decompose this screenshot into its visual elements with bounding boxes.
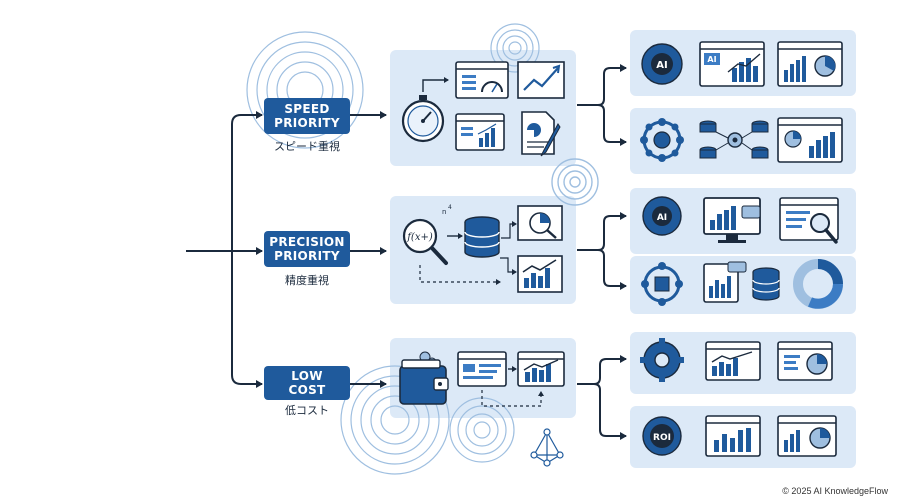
ripple-decoration-3	[551, 158, 599, 206]
low-cost-label: LOW COST	[288, 369, 326, 397]
ripple-decoration-2	[490, 23, 540, 73]
ripple-decoration-5	[449, 397, 515, 463]
function-formula-text: f(x+)	[406, 232, 433, 243]
gauge-window-icon	[455, 61, 509, 99]
ai-gear-icon: AI	[641, 43, 683, 85]
ai-dashboard-icon: AI	[699, 41, 765, 87]
roi-bar-window-icon	[705, 415, 761, 457]
database-gear-icon	[699, 120, 769, 159]
report-pencil-icon	[521, 111, 561, 157]
speed-priority-sublabel: スピード重視	[274, 140, 340, 153]
growth-chart-icon	[517, 255, 563, 293]
ripple-decoration-4	[340, 365, 450, 475]
precision-inner-arrow-3	[500, 257, 517, 275]
precision-priority-tag: PRECISION PRIORITY	[264, 231, 350, 267]
roi-gear-icon: ROI	[642, 416, 682, 456]
dashboard-window-icon	[457, 351, 507, 387]
network-hub-icon	[640, 118, 684, 162]
svg-text:4: 4	[448, 204, 452, 211]
bar-chart-window-icon	[455, 113, 505, 151]
precision-priority-sublabel: 精度重視	[285, 274, 329, 287]
search-report-icon	[779, 197, 839, 244]
line-chart-icon	[517, 61, 565, 99]
cost-chart-window-icon	[517, 351, 565, 387]
pie-window-icon	[777, 341, 833, 381]
database-stack-icon	[752, 267, 780, 301]
ai-gear-label-2: AI	[657, 213, 667, 223]
monitor-chart-icon	[703, 197, 761, 243]
speed-priority-tag: SPEED PRIORITY	[264, 98, 350, 134]
precision-dashed-path	[419, 265, 501, 285]
low-cost-tag: LOW COST	[264, 366, 350, 400]
database-icon	[464, 216, 500, 258]
trend-window-icon	[705, 341, 761, 381]
report-chart-icon	[703, 261, 747, 303]
pie-bar-dashboard-icon	[777, 117, 843, 163]
roi-dashboard-icon	[777, 415, 837, 457]
pie-magnifier-icon	[517, 205, 563, 241]
speed-priority-label: SPEED PRIORITY	[274, 102, 340, 130]
svg-text:n: n	[442, 208, 446, 216]
precision-priority-label: PRECISION PRIORITY	[269, 235, 345, 263]
bar-pie-dashboard-icon	[777, 41, 843, 87]
cube-network-icon	[641, 262, 683, 306]
ai-dashboard-label: AI	[707, 55, 716, 64]
ai-gear-icon-2: AI	[642, 196, 682, 236]
wallet-icon	[399, 351, 449, 405]
copyright-credit: © 2025 AI KnowledgeFlow	[782, 486, 888, 496]
donut-chart-icon	[793, 259, 843, 309]
network-decoration	[530, 428, 564, 467]
precision-inner-arrow-2	[501, 221, 517, 239]
stopwatch-icon	[401, 95, 445, 143]
lowcost-dashed-path	[481, 390, 544, 407]
gear-icon	[640, 338, 684, 382]
function-magnifier-icon: f(x+) n 4	[402, 204, 452, 265]
low-cost-sublabel: 低コスト	[285, 404, 329, 417]
speed-inner-arrow	[422, 77, 449, 92]
roi-gear-label: ROI	[653, 433, 671, 443]
branch-lines	[186, 64, 627, 440]
ai-gear-label: AI	[656, 60, 667, 71]
